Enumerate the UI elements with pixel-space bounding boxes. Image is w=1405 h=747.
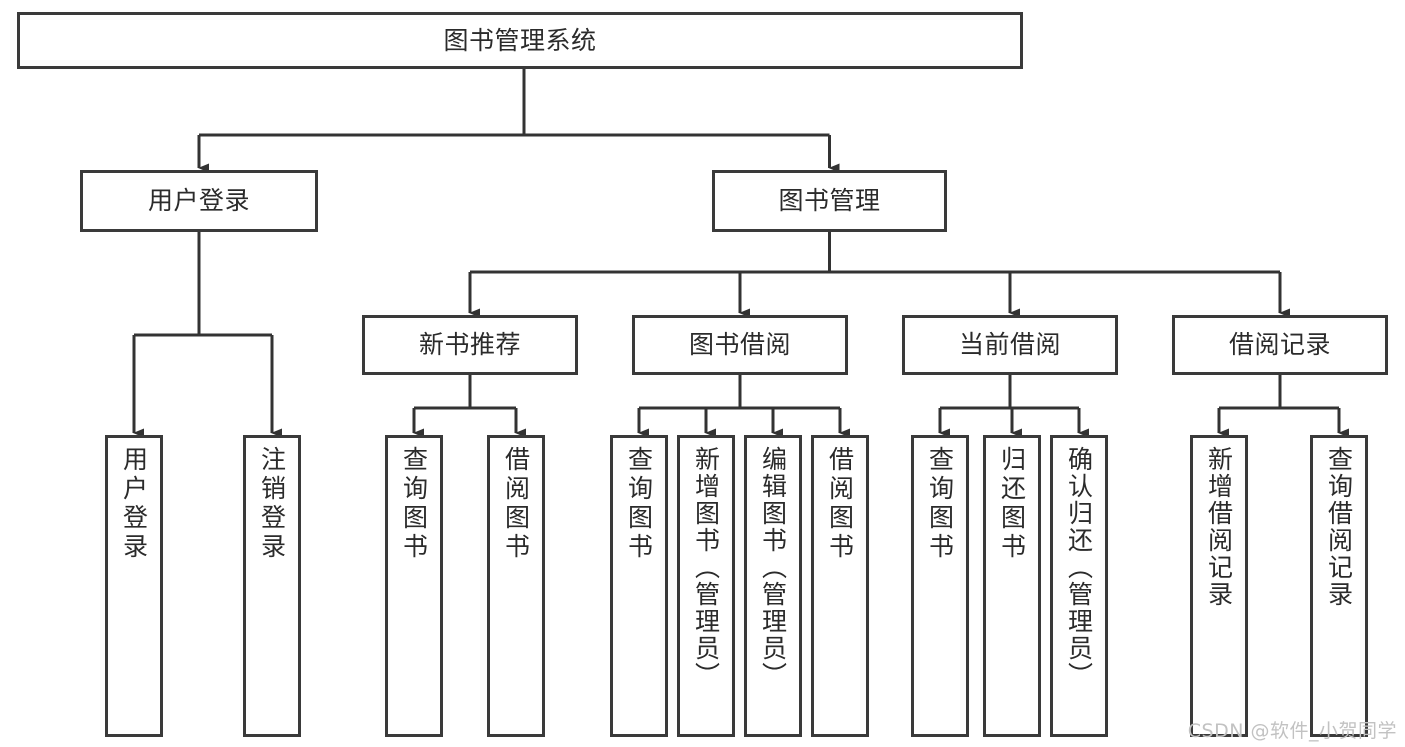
leaf-node-10[interactable]: 确认归还（管理员） [1050, 435, 1108, 737]
leaf-node-8-label: 查询图书 [925, 446, 955, 562]
csdn-watermark: CSDN @软件_小贺同学 [1187, 720, 1397, 742]
level2-node-0[interactable]: 用户登录 [80, 170, 318, 232]
leaf-node-0[interactable]: 用户登录 [105, 435, 163, 737]
leaf-node-6-label: 编辑图书（管理员） [758, 446, 788, 689]
level3-node-3[interactable]: 借阅记录 [1172, 315, 1388, 375]
leaf-node-5-label: 新增图书（管理员） [691, 446, 721, 689]
leaf-node-12[interactable]: 查询借阅记录 [1310, 435, 1368, 737]
leaf-node-11[interactable]: 新增借阅记录 [1190, 435, 1248, 737]
leaf-node-2-label: 查询图书 [399, 446, 429, 562]
leaf-node-4-label: 查询图书 [624, 446, 654, 562]
leaf-node-5[interactable]: 新增图书（管理员） [677, 435, 735, 737]
leaf-node-6[interactable]: 编辑图书（管理员） [744, 435, 802, 737]
level3-node-1[interactable]: 图书借阅 [632, 315, 848, 375]
level2-node-1-label: 图书管理 [778, 186, 881, 216]
level2-node-1[interactable]: 图书管理 [712, 170, 947, 232]
leaf-node-7-label: 借阅图书 [825, 446, 855, 562]
leaf-node-4[interactable]: 查询图书 [610, 435, 668, 737]
leaf-node-3-label: 借阅图书 [501, 446, 531, 562]
leaf-node-0-label: 用户登录 [119, 446, 149, 562]
level3-node-2[interactable]: 当前借阅 [902, 315, 1118, 375]
leaf-node-2[interactable]: 查询图书 [385, 435, 443, 737]
leaf-node-3[interactable]: 借阅图书 [487, 435, 545, 737]
leaf-node-7[interactable]: 借阅图书 [811, 435, 869, 737]
leaf-node-1[interactable]: 注销登录 [243, 435, 301, 737]
root-node-book-management-system-label: 图书管理系统 [443, 25, 597, 55]
level3-node-1-label: 图书借阅 [688, 330, 791, 360]
level3-node-2-label: 当前借阅 [958, 330, 1061, 360]
connector-lines [132, 69, 1349, 438]
level3-node-0-label: 新书推荐 [418, 330, 521, 360]
level2-node-0-label: 用户登录 [147, 186, 250, 216]
leaf-node-1-label: 注销登录 [257, 446, 287, 562]
leaf-node-12-label: 查询借阅记录 [1324, 446, 1354, 608]
leaf-node-9[interactable]: 归还图书 [983, 435, 1041, 737]
root-node-book-management-system[interactable]: 图书管理系统 [17, 12, 1023, 69]
leaf-node-10-label: 确认归还（管理员） [1064, 446, 1094, 689]
leaf-node-9-label: 归还图书 [997, 446, 1027, 562]
level3-node-3-label: 借阅记录 [1228, 330, 1331, 360]
level3-node-0[interactable]: 新书推荐 [362, 315, 578, 375]
leaf-node-11-label: 新增借阅记录 [1204, 446, 1234, 608]
leaf-node-8[interactable]: 查询图书 [911, 435, 969, 737]
